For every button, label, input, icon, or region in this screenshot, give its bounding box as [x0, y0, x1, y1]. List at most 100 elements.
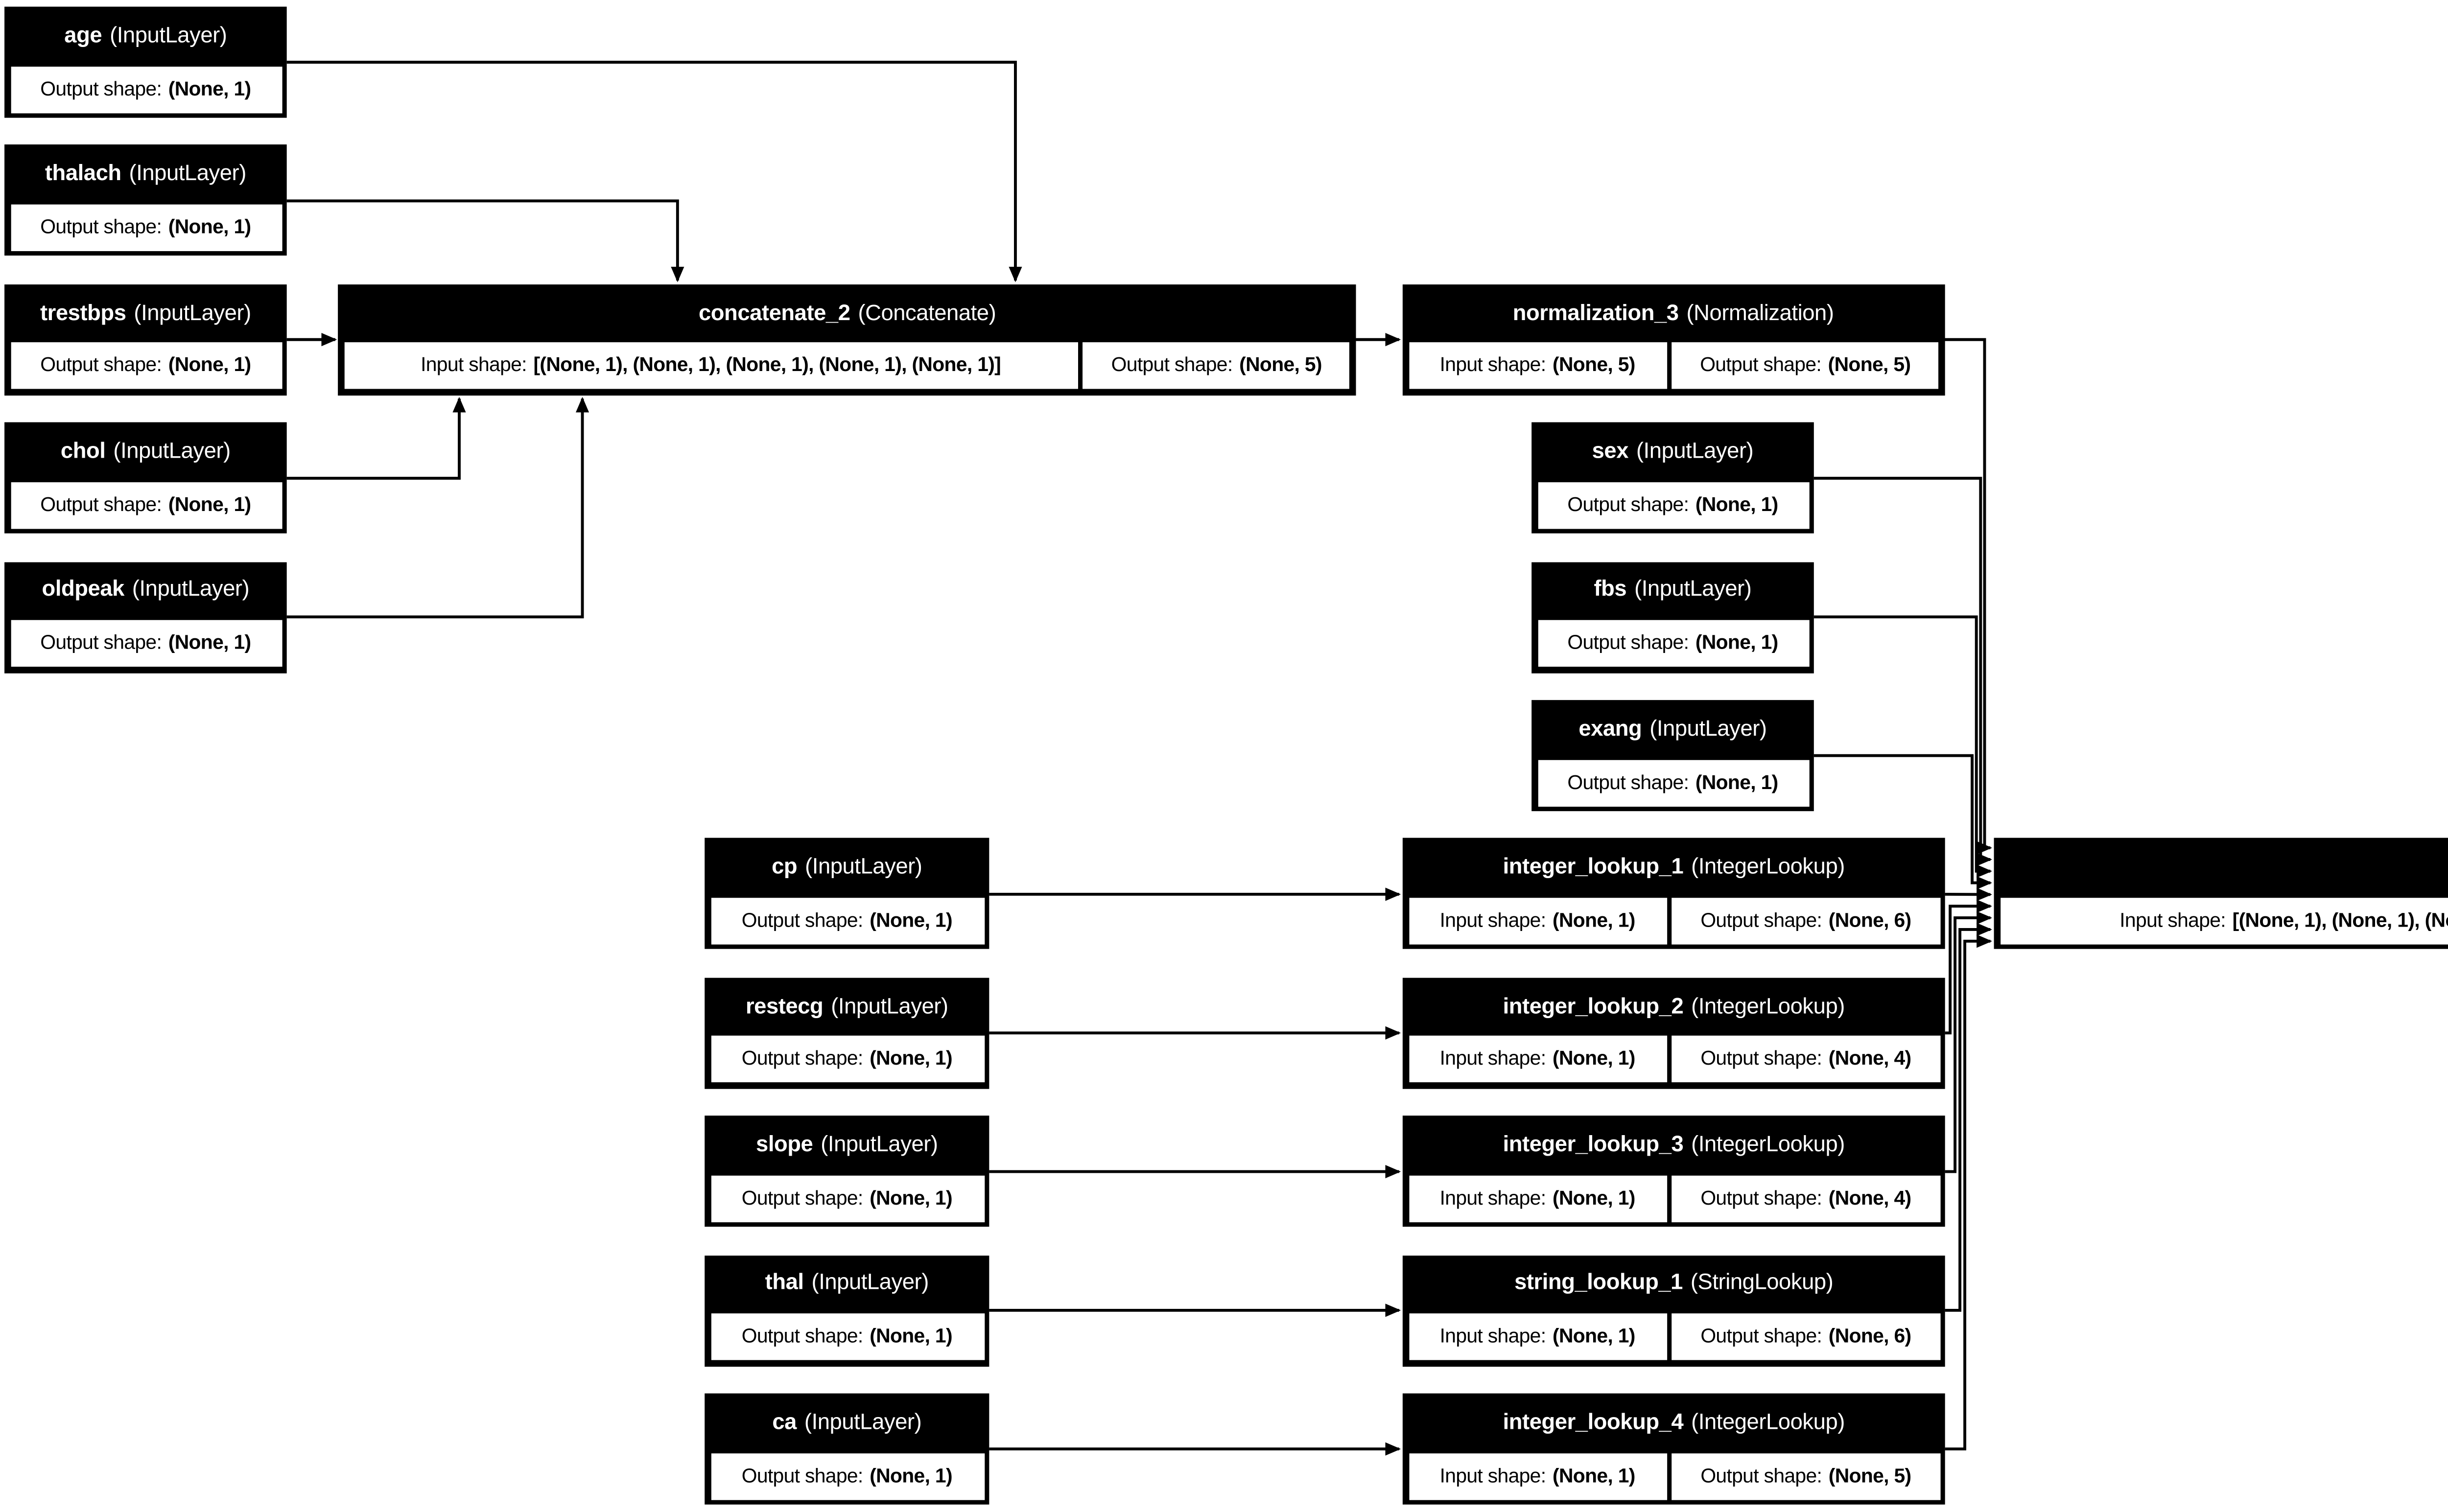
- shape-value: (None, 1): [168, 631, 251, 654]
- layer-name: trestbps: [40, 301, 126, 326]
- shape-label: Output shape:: [40, 215, 162, 238]
- shape-label: Output shape:: [1700, 1325, 1822, 1347]
- output-shape-cell: Output shape: (None, 1): [710, 1452, 984, 1499]
- edge-thalach-to-concatenate_2: [286, 199, 684, 282]
- node-normalization_3-header: normalization_3 (Normalization): [1408, 284, 1938, 343]
- node-integer_lookup_2: integer_lookup_2 (IntegerLookup) Input sh…: [1402, 977, 1945, 1089]
- node-age: age(InputLayer) Output shape:(None, 1): [4, 6, 287, 118]
- edge-fbs-to-concatenate_3: [1813, 615, 1992, 878]
- edge-integer_lookup_4-to-concatenate_3: [1945, 934, 1992, 1451]
- node-string_lookup_1-header: string_lookup_1(StringLookup): [1408, 1255, 1939, 1313]
- shape-label: Output shape:: [1700, 1463, 1822, 1486]
- edge-chol-to-concatenate_2: [286, 396, 466, 480]
- layer-name: thal: [765, 1272, 804, 1297]
- shape-value: (None, 1): [168, 215, 251, 238]
- input-shape-cell: Input shape:(None, 1): [1408, 897, 1667, 945]
- input-shape-cell: Input shape: (None, 1): [1408, 1313, 1667, 1361]
- shape-label: Input shape:: [1439, 1463, 1546, 1486]
- shape-value: (None, 1): [1553, 908, 1635, 931]
- layer-name: restecg: [745, 994, 824, 1019]
- layer-type: (InputLayer): [129, 163, 247, 187]
- shape-label: Input shape:: [1439, 354, 1546, 376]
- output-shape-cell: Output shape:(None, 1): [1537, 620, 1809, 667]
- node-chol-header: chol(InputLayer): [10, 422, 281, 481]
- layer-type: (IntegerLookup): [1691, 994, 1845, 1019]
- layer-name: ca: [772, 1410, 797, 1435]
- shape-value: (None, 1): [870, 1325, 952, 1347]
- shape-label: Output shape:: [741, 1186, 864, 1209]
- shape-value: (None, 6): [1828, 908, 1911, 931]
- edge-string_lookup_1-to-concatenate_3: [1945, 923, 1992, 1312]
- layer-type: (InputLayer): [831, 994, 948, 1019]
- shape-label: Output shape:: [741, 1463, 864, 1486]
- shape-label: Output shape:: [741, 1325, 864, 1347]
- shape-label: Output shape:: [40, 492, 162, 515]
- node-fbs: fbs(InputLayer) Output shape:(None, 1): [1531, 561, 1814, 673]
- input-shape-cell: Input shape:(None, 1): [1408, 1036, 1667, 1083]
- layer-name: cp: [772, 856, 798, 881]
- node-restecg: restecg (InputLayer) Output shape: (None, …: [705, 977, 989, 1089]
- input-shape-cell: Input shape:(None, 5): [1408, 343, 1667, 390]
- shape-value: (None, 5): [1828, 1463, 1911, 1486]
- input-shape-cell: Input shape:[(None, 1), (None, 1), (None…: [344, 343, 1078, 390]
- input-shape-cell: Input shape: [(None, 1), (None, 1), (None…: [1999, 897, 2448, 945]
- shape-value: (None, 1): [870, 1463, 952, 1486]
- node-cp-header: cp(InputLayer): [710, 838, 984, 897]
- shape-label: Output shape:: [741, 908, 864, 931]
- shape-label: Output shape:: [741, 1047, 864, 1070]
- layer-type: (InputLayer): [113, 440, 231, 465]
- layer-name: slope: [756, 1133, 813, 1158]
- node-oldpeak: oldpeak(InputLayer) Output shape: (None, …: [4, 561, 287, 673]
- layer-name: integer_lookup_2: [1503, 994, 1684, 1019]
- node-normalization_3: normalization_3 (Normalization) Input sha…: [1402, 284, 1944, 395]
- output-shape-cell: Output shape:(None, 5): [1672, 343, 1939, 390]
- node-thal: thal(InputLayer) Output shape:(None, 1): [705, 1255, 989, 1366]
- shape-value: (None, 1): [1553, 1325, 1635, 1347]
- shape-value: (None, 1): [168, 76, 251, 99]
- shape-value: (None, 1): [870, 1047, 952, 1070]
- edge-sex-to-concatenate_3: [1813, 477, 1992, 866]
- output-shape-cell: Output shape: (None, 1): [10, 620, 282, 667]
- shape-label: Output shape:: [40, 631, 162, 654]
- shape-label: Output shape:: [1567, 492, 1689, 515]
- layer-type: (IntegerLookup): [1691, 1133, 1845, 1158]
- shape-label: Input shape:: [1439, 1325, 1546, 1347]
- shape-label: Input shape:: [2119, 908, 2226, 931]
- shape-value: (None, 4): [1828, 1186, 1911, 1209]
- shape-label: Output shape:: [1700, 354, 1822, 376]
- shape-value: (None, 1): [1553, 1186, 1635, 1209]
- shape-value: [(None, 1), (None, 1), (None, 1), (None,…: [2232, 908, 2448, 931]
- layer-name: sex: [1592, 440, 1629, 465]
- layer-name: fbs: [1594, 579, 1627, 603]
- layer-type: (InputLayer): [132, 579, 250, 603]
- node-oldpeak-header: oldpeak(InputLayer): [10, 561, 281, 620]
- layer-name: integer_lookup_3: [1503, 1133, 1684, 1158]
- edge-oldpeak-to-concatenate_2: [286, 396, 589, 619]
- node-trestbps: trestbps(InputLayer) Output shape:(None,…: [4, 284, 287, 395]
- output-shape-cell: Output shape:(None, 1): [710, 1175, 984, 1222]
- node-exang: exang(InputLayer) Output shape:(None, 1): [1531, 700, 1814, 812]
- layer-type: (InputLayer): [821, 1133, 938, 1158]
- shape-value: (None, 1): [1553, 1047, 1635, 1070]
- shape-value: (None, 1): [1695, 492, 1778, 515]
- shape-value: (None, 5): [1239, 354, 1322, 376]
- output-shape-cell: Output shape:(None, 1): [10, 343, 282, 390]
- node-slope: slope (InputLayer) Output shape:(None, 1): [705, 1116, 989, 1228]
- layer-type: (Concatenate): [858, 301, 996, 326]
- output-shape-cell: Output shape: (None, 1): [1537, 481, 1809, 529]
- shape-value: (None, 4): [1828, 1047, 1911, 1070]
- layer-name: normalization_3: [1512, 301, 1679, 326]
- output-shape-cell: Output shape:(None, 1): [710, 897, 984, 945]
- node-integer_lookup_3-header: integer_lookup_3 (IntegerLookup): [1408, 1116, 1939, 1175]
- layer-type: (InputLayer): [804, 1410, 922, 1435]
- output-shape-cell: Output shape:(None, 4): [1672, 1036, 1940, 1083]
- node-thalach: thalach(InputLayer) Output shape: (None, …: [4, 145, 287, 256]
- node-integer_lookup_3: integer_lookup_3(IntegerLookup) Input sh…: [1402, 1116, 1945, 1228]
- edge-normalization_3-to-concatenate_3: [1944, 338, 1992, 855]
- node-thalach-header: thalach(InputLayer): [10, 145, 281, 204]
- layer-type: (InputLayer): [110, 23, 227, 48]
- layer-type: (StringLookup): [1690, 1272, 1834, 1297]
- layer-type: (Normalization): [1686, 301, 1834, 326]
